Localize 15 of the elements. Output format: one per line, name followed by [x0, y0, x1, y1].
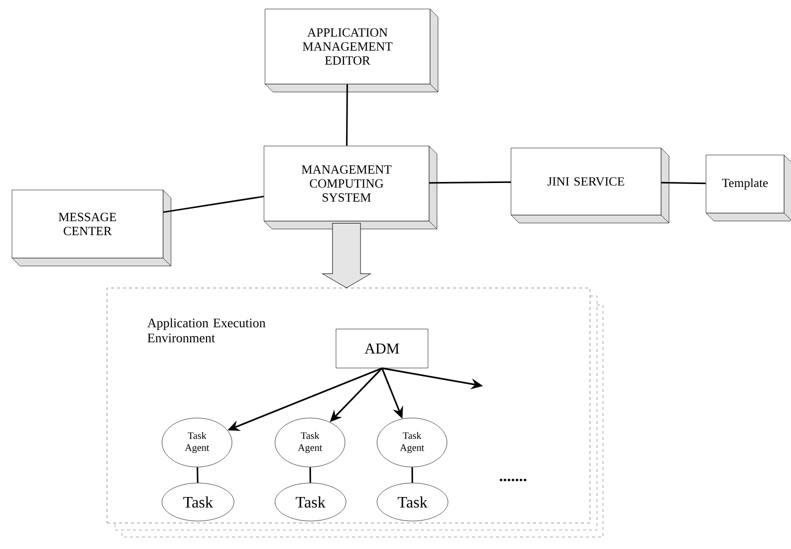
connector-line: [309, 467, 312, 483]
ellipsis: .......: [500, 478, 526, 482]
connector-line: [429, 181, 511, 184]
connector-line: [411, 467, 414, 483]
connector-line: [661, 182, 706, 184]
process-box: JINI SERVICE: [510, 148, 670, 224]
process-box: MESSAGE CENTER: [12, 190, 172, 266]
process-box: MANAGEMENT COMPUTING SYSTEM: [264, 146, 438, 230]
block-arrow: [322, 222, 371, 288]
connector-line: [346, 84, 348, 146]
process-box: ADM: [336, 328, 428, 368]
connector-line: [196, 467, 198, 483]
process-box: Template: [706, 154, 791, 222]
process-box: APPLICATION MANAGEMENT EDITOR: [264, 8, 438, 92]
connector-line: [163, 196, 264, 213]
